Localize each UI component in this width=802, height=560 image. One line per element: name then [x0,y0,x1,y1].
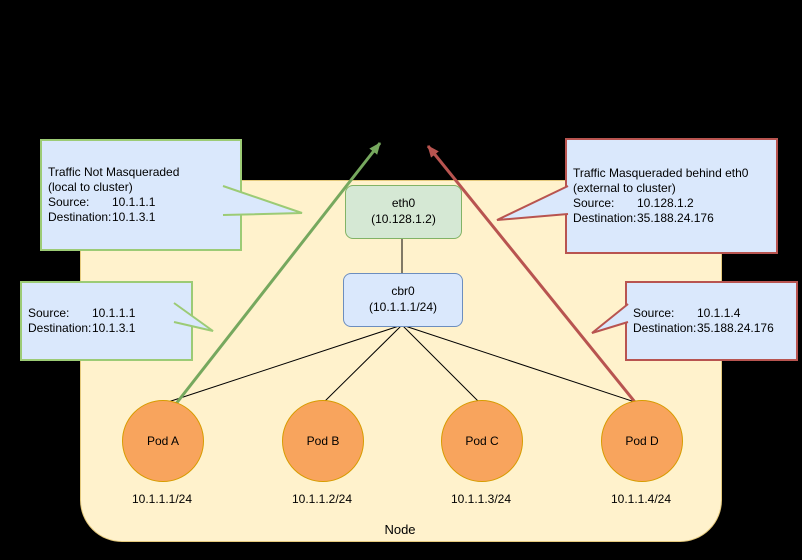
pod-d-ip: 10.1.1.4/24 [610,492,672,506]
callout-masqueraded-title: Traffic Masqueraded behind eth0 [573,166,749,180]
pod-a-label: Pod A [146,434,180,448]
destination-label: Destination: [48,210,112,224]
pod-c-label: Pod C [465,434,499,448]
source-label: Source: [573,196,615,210]
callout-masqueraded-subtitle: (external to cluster) [573,181,676,195]
source-label: Source: [633,306,675,320]
destination-value: 35.188.24.176 [697,321,774,335]
destination-label: Destination: [28,321,92,335]
eth0-name: eth0 [391,196,416,211]
callout-not-masqueraded-title: Traffic Not Masqueraded [48,165,180,179]
destination-value: 10.1.3.1 [92,321,136,335]
callout-local-packet: Source: 10.1.1.1 Destination: 10.1.3.1 [20,281,193,361]
callout-masqueraded: Traffic Masqueraded behind eth0 (externa… [565,138,778,254]
eth0-interface: eth0 (10.128.1.2) [345,185,462,239]
pod-a: Pod A [122,400,204,482]
source-label: Source: [28,306,70,320]
destination-value: 10.1.3.1 [112,210,156,224]
source-label: Source: [48,195,90,209]
pod-c-ip: 10.1.1.3/24 [450,492,512,506]
pod-b: Pod B [282,400,364,482]
pod-b-ip: 10.1.1.2/24 [291,492,353,506]
pod-d-label: Pod D [625,434,659,448]
callout-external-packet: Source: 10.1.1.4 Destination: 35.188.24.… [625,281,798,361]
source-value: 10.1.1.1 [92,306,136,320]
pod-d: Pod D [601,400,683,482]
source-value: 10.128.1.2 [637,196,694,210]
callout-not-masqueraded: Traffic Not Masqueraded (local to cluste… [40,139,242,251]
source-value: 10.1.1.1 [112,195,156,209]
pod-b-label: Pod B [306,434,340,448]
destination-label: Destination: [573,211,637,225]
cbr0-name: cbr0 [391,284,415,299]
callout-not-masqueraded-subtitle: (local to cluster) [48,180,133,194]
eth0-ip: (10.128.1.2) [371,212,436,226]
pod-a-ip: 10.1.1.1/24 [131,492,193,506]
source-value: 10.1.1.4 [697,306,741,320]
cbr0-bridge: cbr0 (10.1.1.1/24) [343,273,463,327]
node-label: Node [384,522,416,537]
destination-label: Destination: [633,321,697,335]
destination-value: 35.188.24.176 [637,211,714,225]
cbr0-ip: (10.1.1.1/24) [368,300,438,314]
pod-c: Pod C [441,400,523,482]
